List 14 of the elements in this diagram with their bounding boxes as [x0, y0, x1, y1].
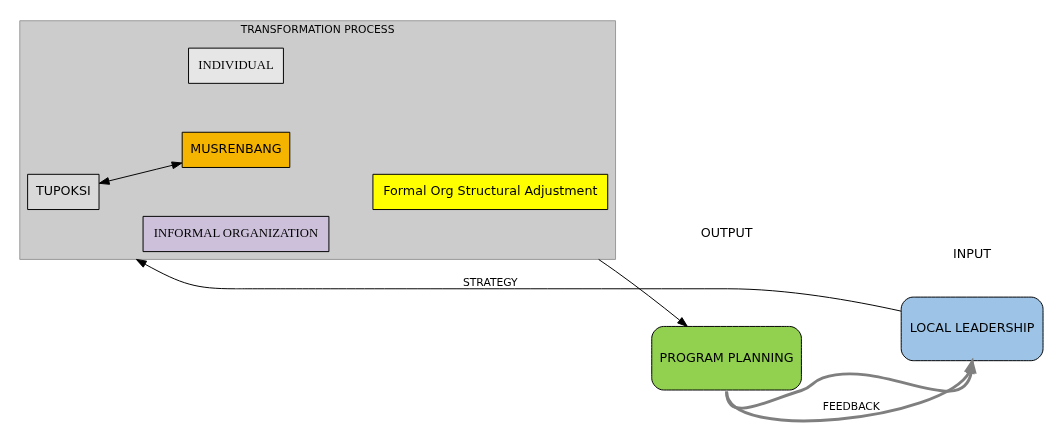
edge-label: STRATEGY	[462, 275, 518, 289]
node-box: PROGRAM PLANNING	[651, 325, 802, 391]
arrow	[598, 258, 688, 327]
node-box: MUSRENBANG	[181, 131, 291, 168]
node-box: TUPOKSI	[27, 173, 100, 211]
arrow	[98, 161, 183, 185]
arrow	[135, 258, 902, 312]
edge-label: FEEDBACK	[822, 399, 880, 413]
node-box: INFORMAL ORGANIZATION	[142, 215, 330, 253]
node-box: Formal Org Structural Adjustment	[372, 173, 609, 211]
node-box: INDIVIDUAL	[188, 47, 284, 84]
label: OUTPUT	[700, 225, 753, 241]
label: INPUT	[953, 245, 992, 261]
node-box: LOCAL LEADERSHIP	[900, 296, 1044, 362]
